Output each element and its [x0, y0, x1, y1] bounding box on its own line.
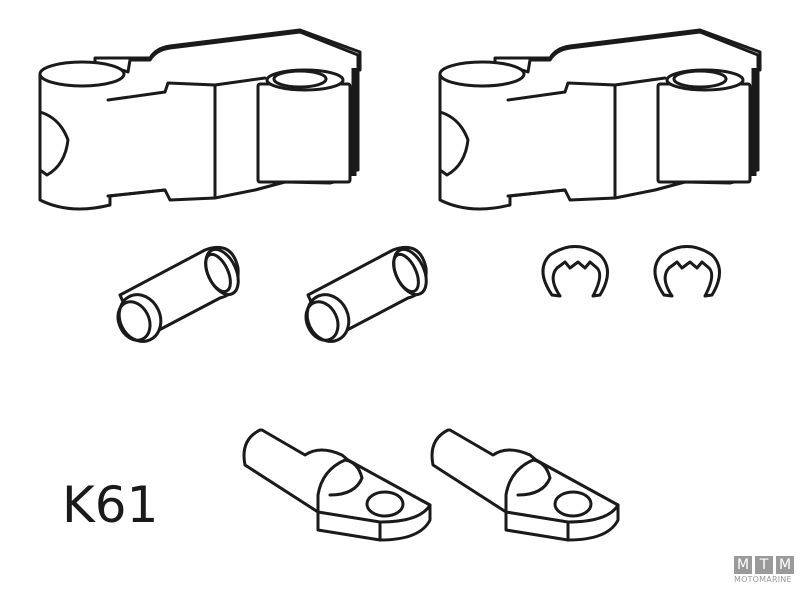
- cable-lug-left: [242, 428, 432, 542]
- bracket-left: [40, 30, 360, 209]
- logo-brand-name: MOTOMARINE: [734, 575, 792, 584]
- pin-bushing-right: [298, 242, 435, 350]
- cable-lug-right: [430, 428, 620, 542]
- e-clip-left: [541, 245, 609, 298]
- logo-letter: M: [734, 556, 752, 574]
- kit-code-label: K61: [62, 476, 159, 534]
- e-clip-right: [653, 245, 721, 298]
- brand-logo: M T M MOTOMARINE: [734, 556, 796, 584]
- bracket-right: [440, 30, 760, 209]
- pin-bushing-left: [110, 242, 247, 350]
- logo-letter: M: [776, 556, 794, 574]
- logo-letters: M T M: [734, 556, 796, 574]
- logo-letter: T: [755, 556, 773, 574]
